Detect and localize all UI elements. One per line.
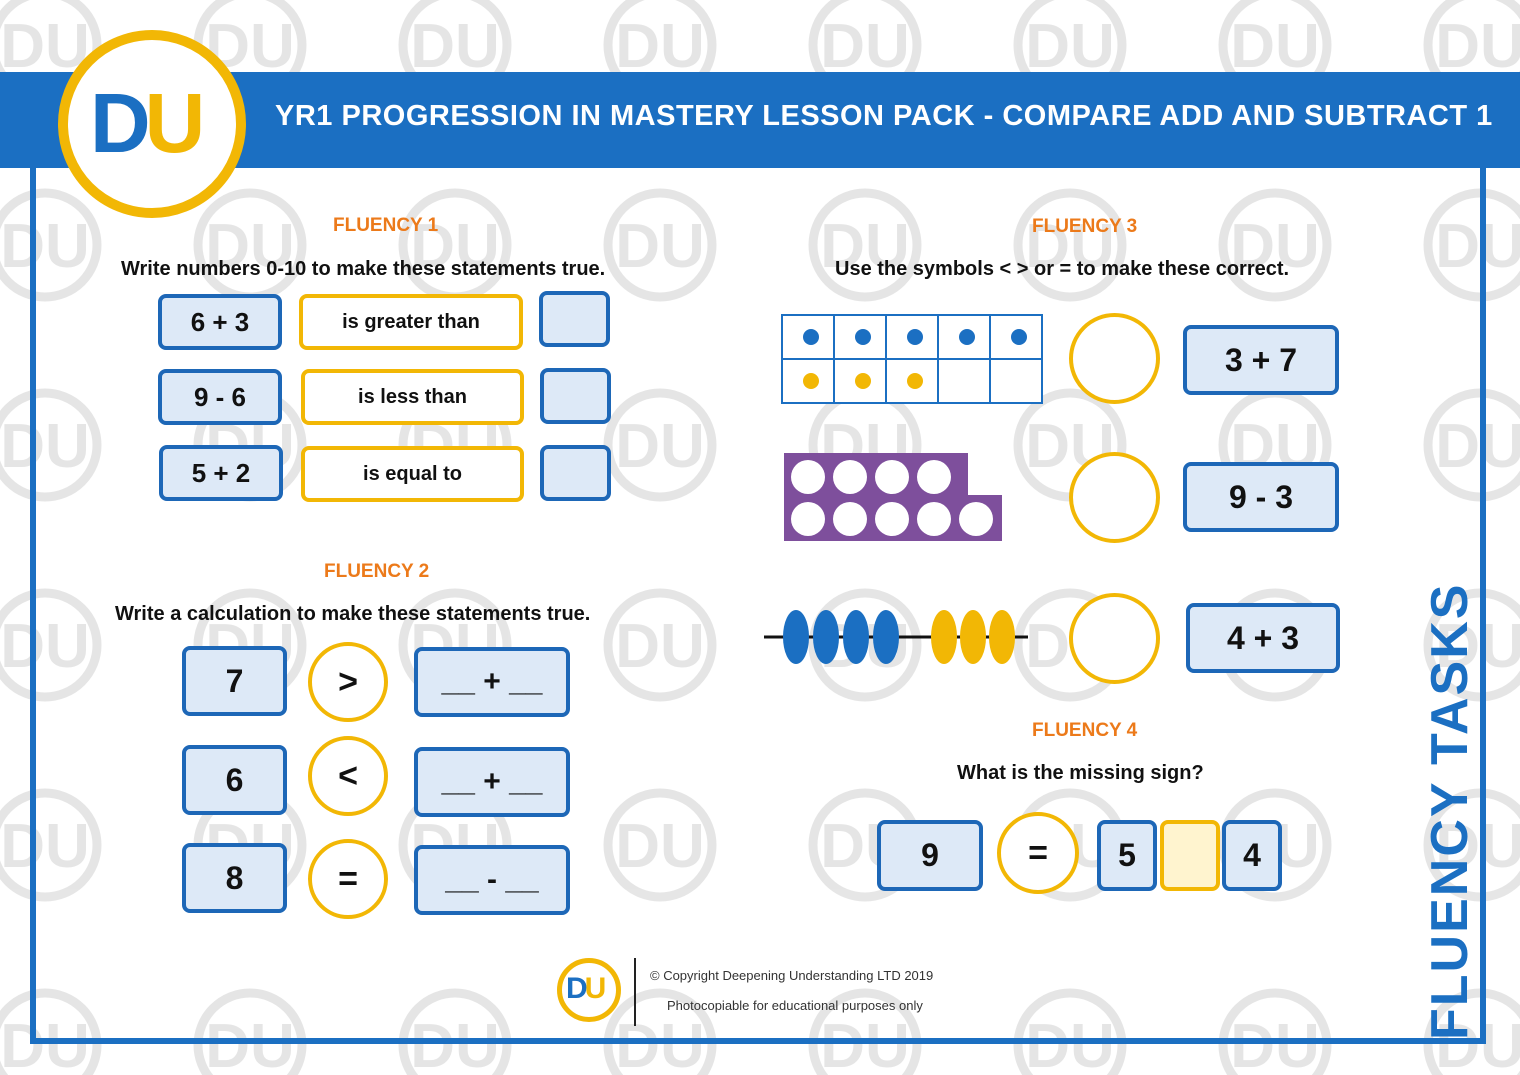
numicon-hole [833,460,867,494]
numicon-hole [959,502,993,536]
numicon-hole [875,460,909,494]
fluency4-instruction: What is the missing sign? [957,762,1204,784]
fluency3-expr-2: 9 - 3 [1183,462,1339,532]
fluency1-instruction: Write numbers 0-10 to make these stateme… [121,258,606,280]
fluency1-answer-box-2[interactable] [540,368,611,424]
fluency2-calc-1[interactable]: __ + __ [414,647,570,717]
ten-frame [781,314,1043,404]
fluency3-sign-circle-3[interactable] [1069,593,1160,684]
blue-bead [813,610,839,664]
numicon-pieces [784,453,1002,541]
watermark-text: DU [1435,12,1520,81]
fluency3-expr-1: 3 + 7 [1183,325,1339,395]
fluency2-number-3: 8 [182,843,287,913]
numicon-hole [875,502,909,536]
fluency1-expr-2: 9 - 6 [158,369,282,425]
yellow-counter [803,373,819,389]
fluency2-sign-1: > [308,642,388,722]
fluency1-relation-3: is equal to [301,446,524,502]
footer-note: Photocopiable for educational purposes o… [667,998,923,1013]
bead-string [764,610,1028,664]
fluency4-left-number: 9 [877,820,983,891]
fluency2-sign-3: = [308,839,388,919]
footer-logo-letter-u: U [584,972,607,1005]
blue-bead [843,610,869,664]
content-frame [30,168,1486,1044]
fluency4-missing-sign-box[interactable] [1160,820,1220,891]
header-band [0,72,1520,168]
fluency4-equals-sign: = [997,812,1079,894]
footer-logo-letter-d: D [566,972,588,1005]
yellow-counter [855,373,871,389]
watermark-text: DU [1025,12,1115,81]
fluency1-answer-box-3[interactable] [540,445,611,501]
yellow-bead [931,610,957,664]
page-title: YR1 PROGRESSION IN MASTERY LESSON PACK -… [275,100,1493,132]
logo-letter-u: U [144,76,206,170]
footer-copyright: © Copyright Deepening Understanding LTD … [650,968,934,983]
fluency1-relation-2: is less than [301,369,524,425]
blue-counter [1011,329,1027,345]
blue-counter [855,329,871,345]
fluency2-calc-2[interactable]: __ + __ [414,747,570,817]
du-logo-letters: DU [90,75,206,172]
footer-logo [557,958,621,1022]
watermark-text: DU [820,12,910,81]
side-label-fluency-tasks: FLUENCY TASKS [1421,582,1479,1040]
watermark-text: DU [1230,12,1320,81]
numicon-hole [917,502,951,536]
numicon-hole [833,502,867,536]
blue-bead [783,610,809,664]
fluency2-number-1: 7 [182,646,287,716]
numicon-hole [791,460,825,494]
fluency1-title: FLUENCY 1 [333,215,439,236]
fluency2-title: FLUENCY 2 [324,561,430,582]
numicon-hole [791,502,825,536]
fluency2-calc-3[interactable]: __ - __ [414,845,570,915]
numicon-hole [917,460,951,494]
blue-counter [803,329,819,345]
yellow-bead [989,610,1015,664]
blue-counter [959,329,975,345]
du-logo [58,30,246,218]
watermark-text: DU [615,12,705,81]
fluency3-expr-3: 4 + 3 [1186,603,1340,673]
yellow-counter [907,373,923,389]
fluency1-answer-box-1[interactable] [539,291,610,347]
logo-letter-d: D [90,76,151,170]
fluency3-sign-circle-1[interactable] [1069,313,1160,404]
ten-frame-cell [937,358,991,404]
fluency1-expr-1: 6 + 3 [158,294,282,350]
blue-bead [873,610,899,664]
fluency2-sign-2: < [308,736,388,816]
fluency4-title: FLUENCY 4 [1032,720,1138,741]
fluency4-number-a: 5 [1097,820,1157,891]
footer-logo-letters: DU [566,972,607,1006]
blue-counter [907,329,923,345]
yellow-bead [960,610,986,664]
fluency2-number-2: 6 [182,745,287,815]
footer-divider [634,958,636,1026]
fluency3-sign-circle-2[interactable] [1069,452,1160,543]
watermark-text: DU [410,12,500,81]
fluency2-instruction: Write a calculation to make these statem… [115,603,591,625]
fluency3-title: FLUENCY 3 [1032,216,1138,237]
ten-frame-cell [989,358,1043,404]
fluency4-number-b: 4 [1222,820,1282,891]
fluency1-relation-1: is greater than [299,294,523,350]
fluency1-expr-3: 5 + 2 [159,445,283,501]
fluency3-instruction: Use the symbols < > or = to make these c… [835,258,1290,280]
